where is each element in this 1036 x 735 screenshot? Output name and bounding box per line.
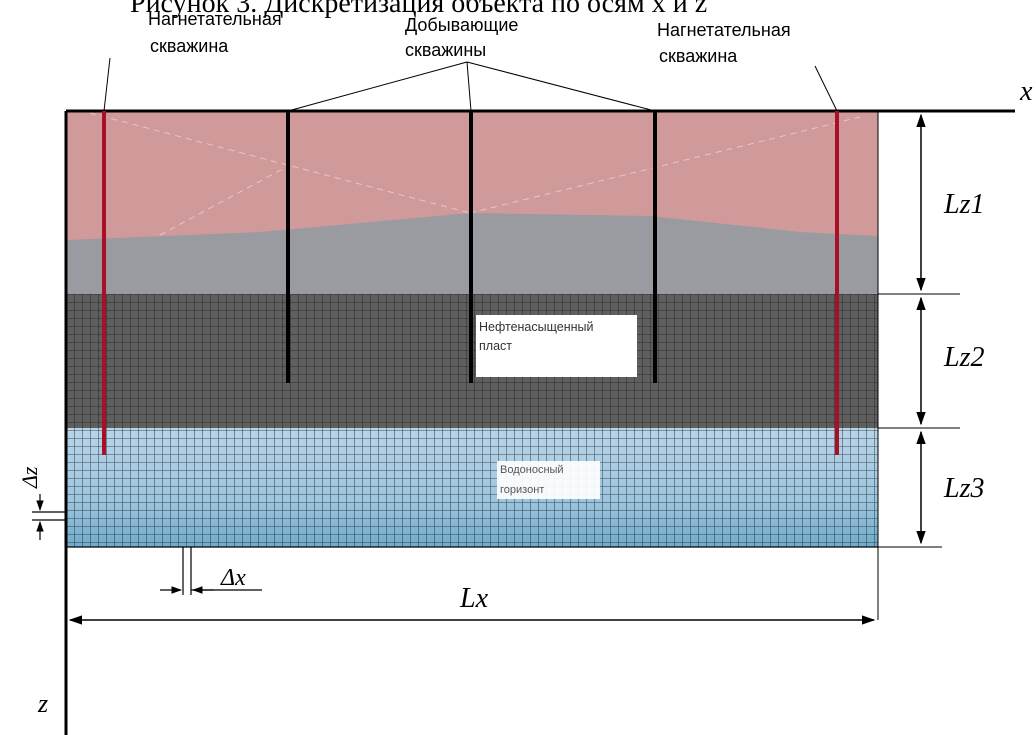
injection-well-right-label: Нагнетательная скважина (657, 20, 791, 66)
svg-text:скважина: скважина (150, 36, 229, 56)
svg-text:Нагнетательная: Нагнетательная (148, 9, 282, 29)
svg-text:горизонт: горизонт (500, 484, 544, 496)
dz-label: Δz (17, 466, 42, 489)
oil-layer-label-box (476, 315, 637, 377)
svg-text:скважина: скважина (659, 46, 738, 66)
svg-text:пласт: пласт (479, 339, 512, 353)
dz-dimension (32, 494, 66, 540)
svg-text:Добывающие: Добывающие (405, 15, 518, 35)
svg-text:Водоносный: Водоносный (500, 464, 564, 476)
svg-text:скважины: скважины (405, 40, 486, 60)
aquifer-label: Водоносный горизонт (500, 464, 564, 496)
lz1-label: Lz1 (943, 189, 984, 220)
production-wells-label: Добывающие скважины (405, 15, 518, 60)
dx-label: Δx (220, 565, 246, 591)
lz3-label: Lz3 (943, 473, 984, 504)
x-axis-label: x (1019, 76, 1033, 107)
svg-text:Нефтенасыщенный: Нефтенасыщенный (479, 320, 594, 334)
z-axis-label: z (37, 689, 48, 718)
injection-well-left-label: Нагнетательная скважина (148, 9, 282, 56)
dx-dimension (160, 547, 262, 595)
leader-lines (103, 57, 838, 112)
top-layer-streaks (89, 112, 861, 236)
vertical-dimension-extension-lines (878, 293, 960, 548)
aquifer-label-box (497, 461, 600, 499)
svg-text:Нагнетательная: Нагнетательная (657, 20, 791, 40)
oil-layer-label: Нефтенасыщенный пласт (479, 320, 594, 353)
lz2-label: Lz2 (943, 342, 984, 373)
figure-caption: Рисунок 3. Дискретизация объекта по осям… (130, 0, 707, 19)
lx-label: Lx (459, 583, 489, 614)
